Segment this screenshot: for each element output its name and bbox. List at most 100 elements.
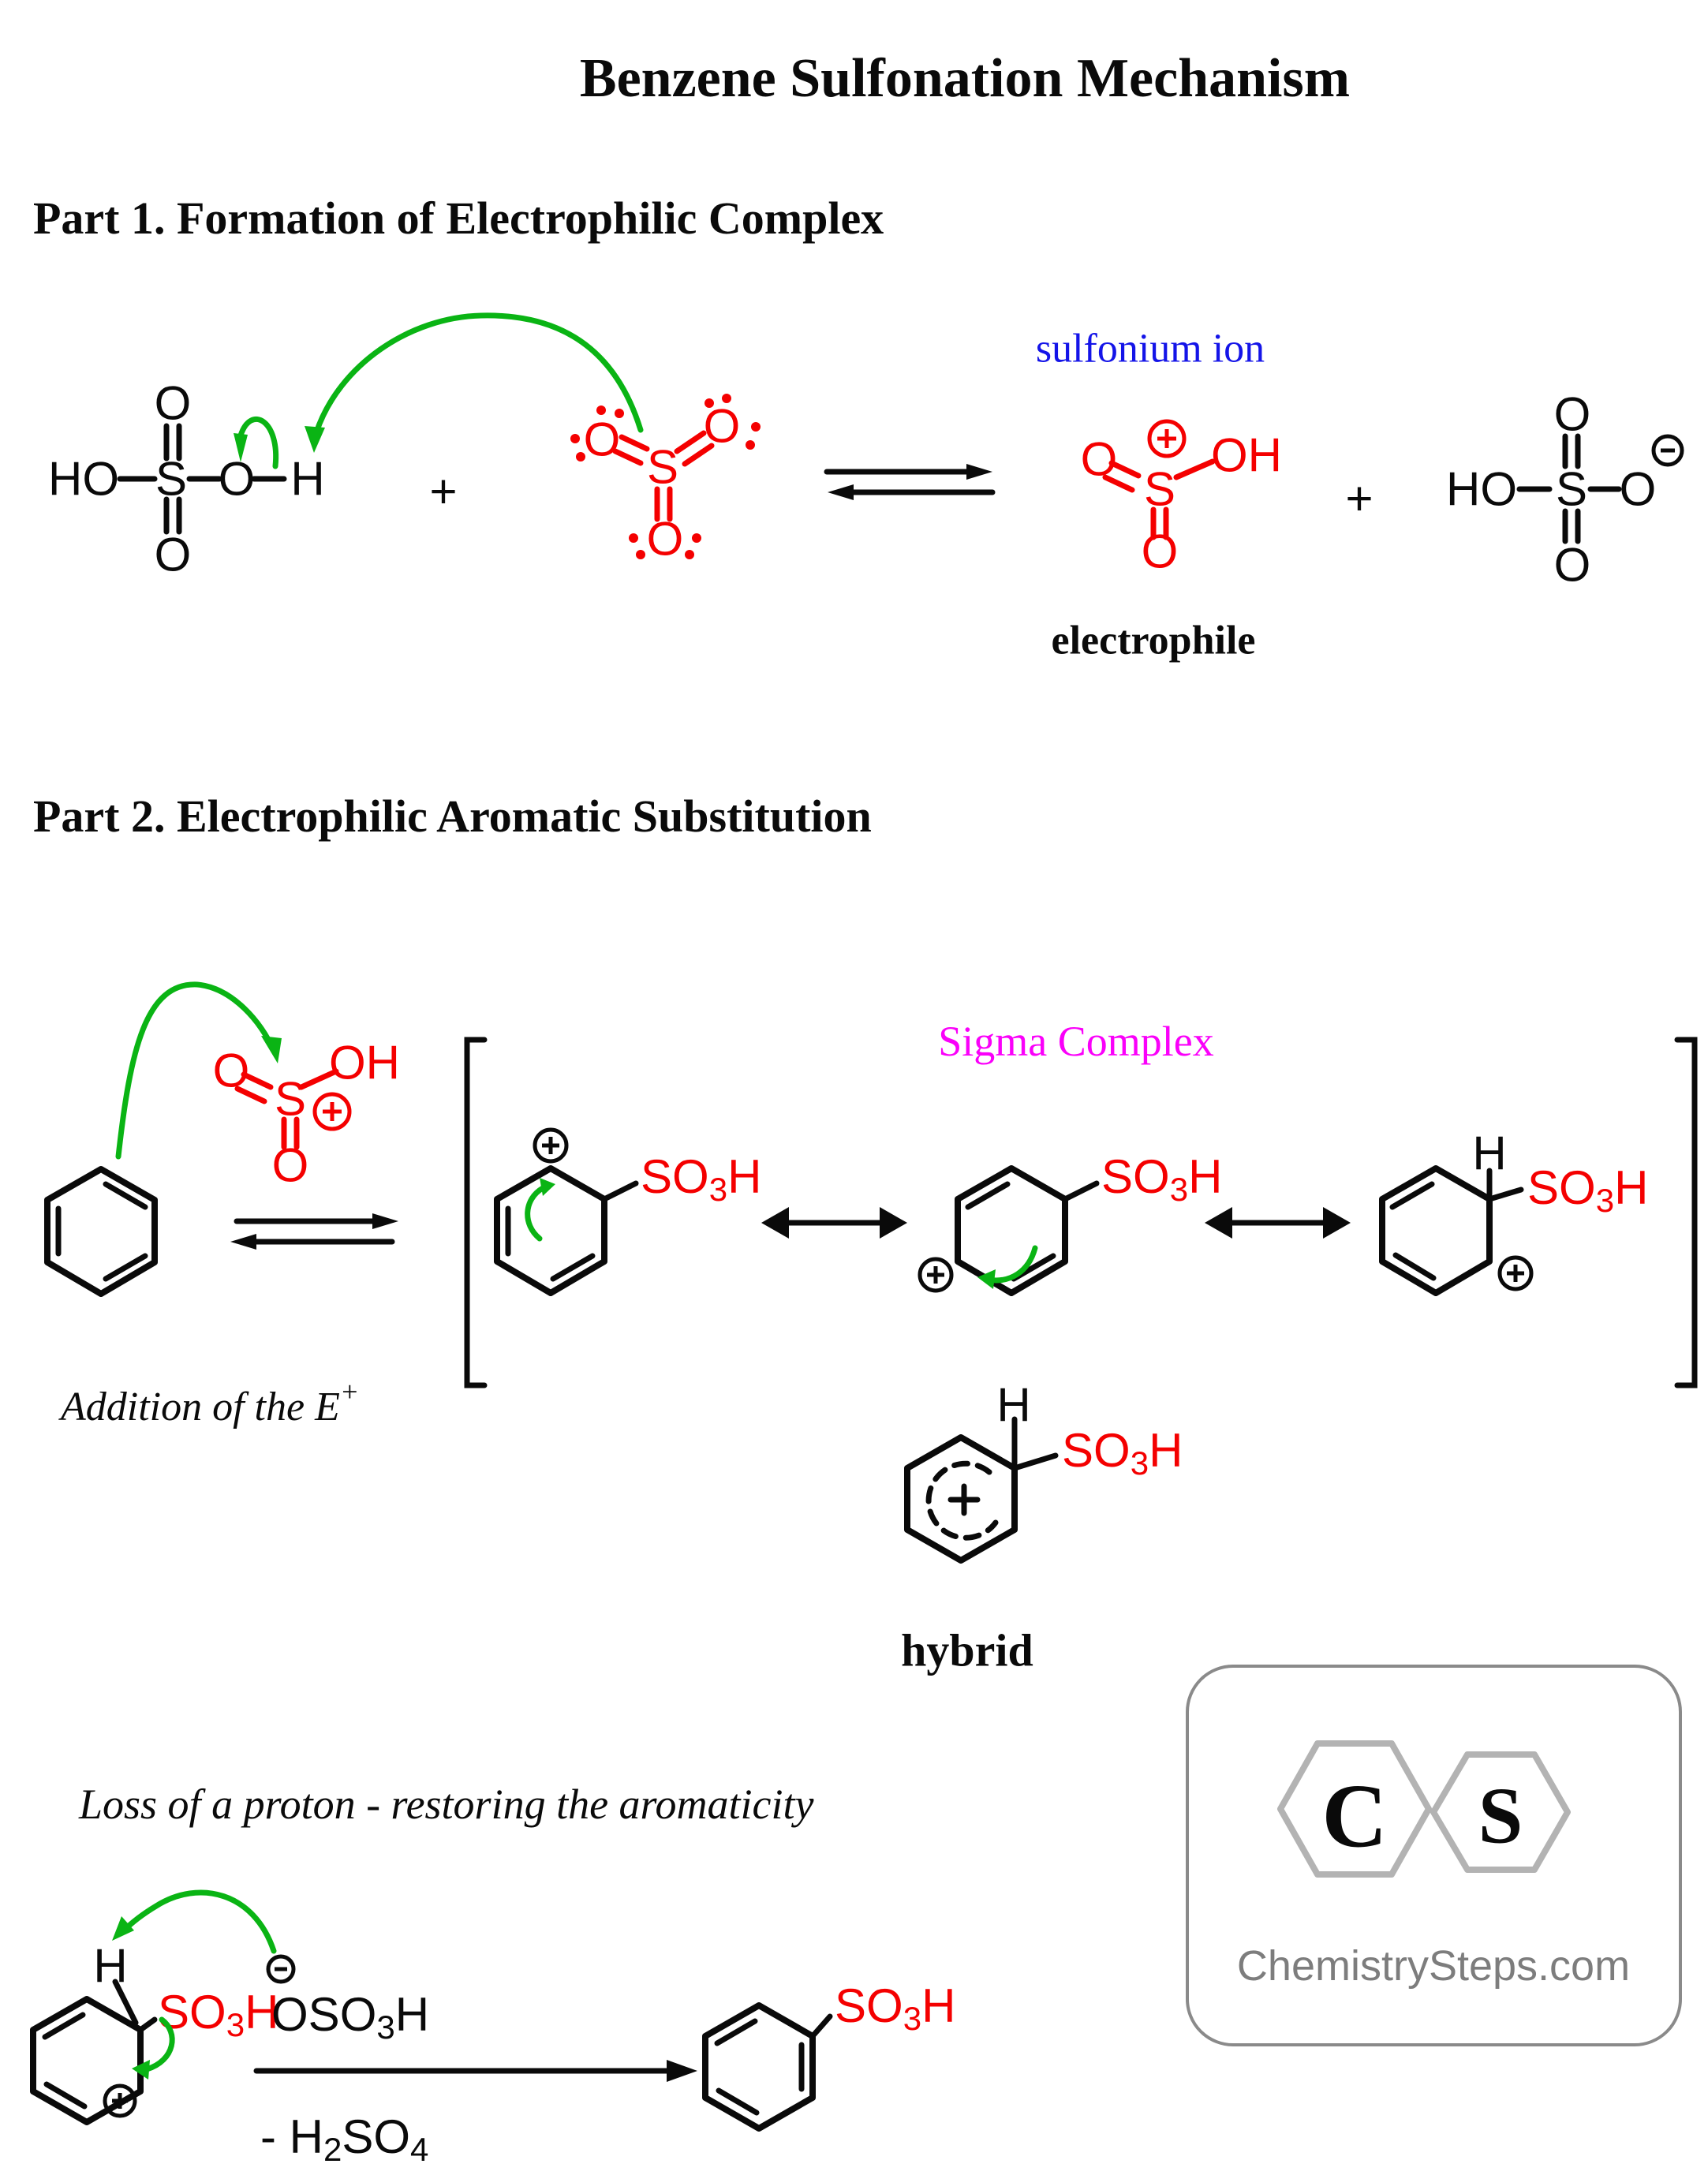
- plus-charge-icon: [918, 1257, 954, 1293]
- so3h-label: SO3H: [158, 1986, 278, 2043]
- resonance-structure-3: H SO3H: [1379, 1127, 1648, 1296]
- double-bond: [1102, 474, 1135, 493]
- double-bond: [619, 434, 650, 452]
- equilibrium-arrow: [230, 1213, 398, 1250]
- lone-pair-dot: [576, 452, 585, 462]
- resonance-arrow: [761, 1207, 907, 1239]
- logo-hexagon-c: [1277, 1740, 1432, 1878]
- atom-h: H: [93, 1940, 127, 1993]
- minus-charge-icon: [266, 1954, 296, 1984]
- resonance-structure-1: SO3H: [494, 1127, 761, 1296]
- double-bond: [612, 448, 644, 466]
- product-structure: SO3H: [702, 1979, 955, 2132]
- formula-part: H: [1614, 1161, 1648, 1214]
- addition-caption: Addition of the E+: [58, 1376, 359, 1429]
- h2so4-loss-label: - H2SO4: [260, 2110, 428, 2168]
- atom-o: O: [155, 377, 192, 430]
- so3h-label: SO3H: [1101, 1150, 1222, 1208]
- atom-s: S: [1556, 463, 1587, 516]
- formula-part: H: [727, 1150, 761, 1203]
- atom-s: S: [647, 441, 678, 494]
- atom-o: O: [272, 1139, 309, 1192]
- double-bond: [241, 1071, 274, 1090]
- equilibrium-arrow: [824, 464, 996, 500]
- formula-part: H: [1188, 1150, 1222, 1203]
- atom-ho: HO: [1446, 463, 1517, 516]
- arrowhead-icon: [977, 1269, 996, 1289]
- formula-part: SO: [835, 1979, 903, 2032]
- double-bond: [234, 1086, 267, 1104]
- sulfonium-ion-label: sulfonium ion: [1036, 327, 1265, 372]
- so3h-label: SO3H: [1527, 1161, 1648, 1219]
- logo-letter-c: C: [1321, 1766, 1387, 1867]
- atom-o: O: [704, 400, 741, 453]
- arrowhead-icon: [132, 2060, 150, 2080]
- arrowhead-icon: [112, 1916, 134, 1941]
- hybrid-structure: H SO3H: [904, 1379, 1183, 1564]
- oso3h-label: OSO3H: [271, 1988, 429, 2046]
- curved-arrow-line: [120, 1889, 277, 1954]
- green-arrow-benzene-attack: [115, 981, 282, 1160]
- hybrid-label: hybrid: [901, 1625, 1033, 1676]
- lone-pair-dot: [596, 405, 606, 415]
- bracket-right: [1674, 1037, 1698, 1388]
- atom-o: O: [155, 529, 192, 581]
- lone-pair-dot: [705, 398, 714, 408]
- bond: [601, 1180, 639, 1202]
- formula-subscript: 3: [903, 2000, 921, 2037]
- charge-circle: [312, 1092, 352, 1131]
- formula-part: OSO: [271, 1988, 376, 2041]
- double-bond: [682, 443, 715, 467]
- charge-circle: [1497, 1255, 1534, 1291]
- lone-pair-dot: [615, 409, 624, 418]
- bond: [809, 2013, 833, 2039]
- arrowhead-icon: [540, 1178, 555, 1196]
- ring: [702, 2002, 816, 2132]
- arrowhead-icon: [828, 484, 854, 500]
- arrowhead-icon: [1205, 1207, 1232, 1239]
- atom-o: O: [1554, 539, 1591, 592]
- double-bond: [103, 1181, 148, 1210]
- arrowhead-icon: [966, 464, 992, 480]
- arrowhead-icon: [230, 1234, 256, 1250]
- double-bond: [550, 1253, 596, 1282]
- atom-o: O: [1142, 525, 1179, 578]
- lone-pair-dot: [722, 394, 731, 403]
- green-arrow-oh-bond: [234, 416, 279, 469]
- double-bond: [965, 1181, 1011, 1210]
- atom-s: S: [155, 453, 187, 506]
- bond: [137, 2016, 158, 2033]
- sigma-complex-label: Sigma Complex: [938, 1018, 1214, 1065]
- logo-letter-s: S: [1478, 1772, 1523, 1861]
- atom-ho: HO: [48, 453, 119, 506]
- part1-heading: Part 1. Formation of Electrophilic Compl…: [33, 192, 884, 244]
- formula-part: SO: [1527, 1161, 1596, 1214]
- logo-site-text: ChemistrySteps.com: [1237, 1942, 1630, 1990]
- formula-part: H: [1149, 1424, 1183, 1477]
- green-resonance-arrow: [525, 1185, 546, 1242]
- formula-part: - H: [260, 2110, 323, 2163]
- lone-pair-dot: [746, 440, 755, 450]
- arrowhead-icon: [234, 433, 248, 462]
- electrophile-label: electrophile: [1052, 618, 1256, 663]
- plus-sign: +: [429, 465, 457, 518]
- formula-subscript: 3: [1131, 1444, 1149, 1482]
- atom-o: O: [647, 513, 684, 566]
- caption-superscript: +: [340, 1376, 359, 1407]
- ring: [1379, 1165, 1493, 1296]
- lone-pair-dot: [751, 422, 761, 432]
- ring: [955, 1165, 1068, 1296]
- arrowhead-icon: [372, 1213, 398, 1229]
- double-bond: [43, 2081, 88, 2110]
- plus-charge-icon: [533, 1127, 569, 1164]
- charge-circle: [1651, 434, 1684, 467]
- bond: [1062, 1180, 1100, 1202]
- atom-o: O: [219, 453, 256, 506]
- lone-pair-dot: [692, 533, 701, 543]
- charge-circle: [103, 2083, 137, 2118]
- atom-oh: OH: [329, 1037, 400, 1089]
- arrowhead-icon: [667, 2060, 697, 2082]
- part2-heading: Part 2. Electrophilic Aromatic Substitut…: [33, 790, 872, 842]
